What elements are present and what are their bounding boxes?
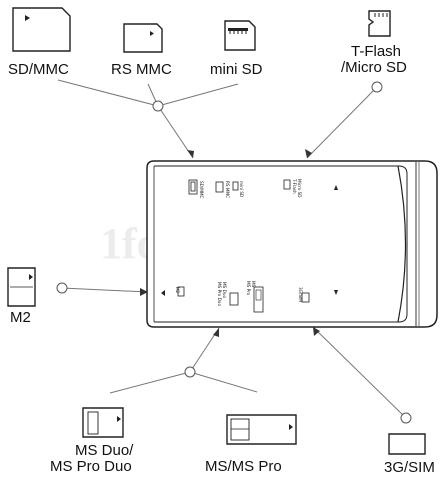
reader-label-sd-mmc: SD/MMC (199, 181, 204, 199)
sd-mmc-label: SD/MMC (8, 61, 69, 78)
micro-sd-label: /Micro SD (341, 59, 407, 76)
ms-duo-label: MS Duo/ (75, 442, 134, 459)
reader-slot-rs-mmc: RS MMC (215, 181, 230, 198)
reader-slot-ms: MS MS Pro (246, 281, 264, 313)
sd-mmc-card-icon (12, 7, 71, 52)
reader-label-rs-mmc: RS MMC (225, 181, 230, 198)
rs-mmc-card-icon (123, 23, 163, 53)
ms-pro-label: MS/MS Pro (205, 458, 282, 475)
rs-mmc-label: RS MMC (111, 61, 172, 78)
ms-duo-card-icon (82, 407, 124, 438)
reader-slot-sim: 3G/SIM (298, 287, 310, 303)
reader-label-ms-pro-duo: MS Pro Duo (217, 282, 222, 306)
tflash-label: T-Flash (351, 43, 401, 60)
card-reader-device (146, 160, 438, 328)
reader-label-m2: M2 (175, 287, 180, 294)
reader-slot-mini-sd: mini SD (232, 181, 244, 197)
m2-card-icon (7, 267, 36, 307)
ms-pro-card-icon (226, 414, 297, 445)
reader-label-sim: 3G/SIM (298, 287, 303, 302)
upper-arrow-icon (334, 185, 338, 190)
reader-slot-ms-duo: MS Duo MS Pro Duo (217, 282, 239, 306)
sim-label: 3G/SIM (384, 459, 435, 476)
reader-label-mini-sd: mini SD (239, 181, 244, 197)
mini-sd-label: mini SD (210, 61, 263, 78)
ms-pro-duo-label: MS Pro Duo (50, 458, 132, 475)
reader-label-ms: MS (251, 281, 256, 288)
reader-slot-sd: SD/MMC (188, 179, 204, 199)
mini-sd-card-icon (224, 20, 256, 51)
sim-card-icon (388, 433, 426, 455)
tflash-card-icon (368, 10, 391, 37)
reader-slot-tflash: T-Flash Micro SD (283, 178, 302, 197)
reader-label-ms-duo: MS Duo (222, 282, 227, 298)
reader-label-micro-sd: Micro SD (297, 179, 302, 197)
connector-lines (57, 79, 407, 419)
m2-label: M2 (10, 309, 31, 326)
lower-arrow-icon (334, 290, 338, 295)
junction-dots (56, 81, 412, 424)
arrowheads (140, 149, 320, 337)
reader-slot-m2: M2 (161, 286, 185, 297)
reader-label-tflash: T-Flash (292, 178, 297, 194)
reader-label-ms-pro: MS Pro (246, 281, 251, 296)
